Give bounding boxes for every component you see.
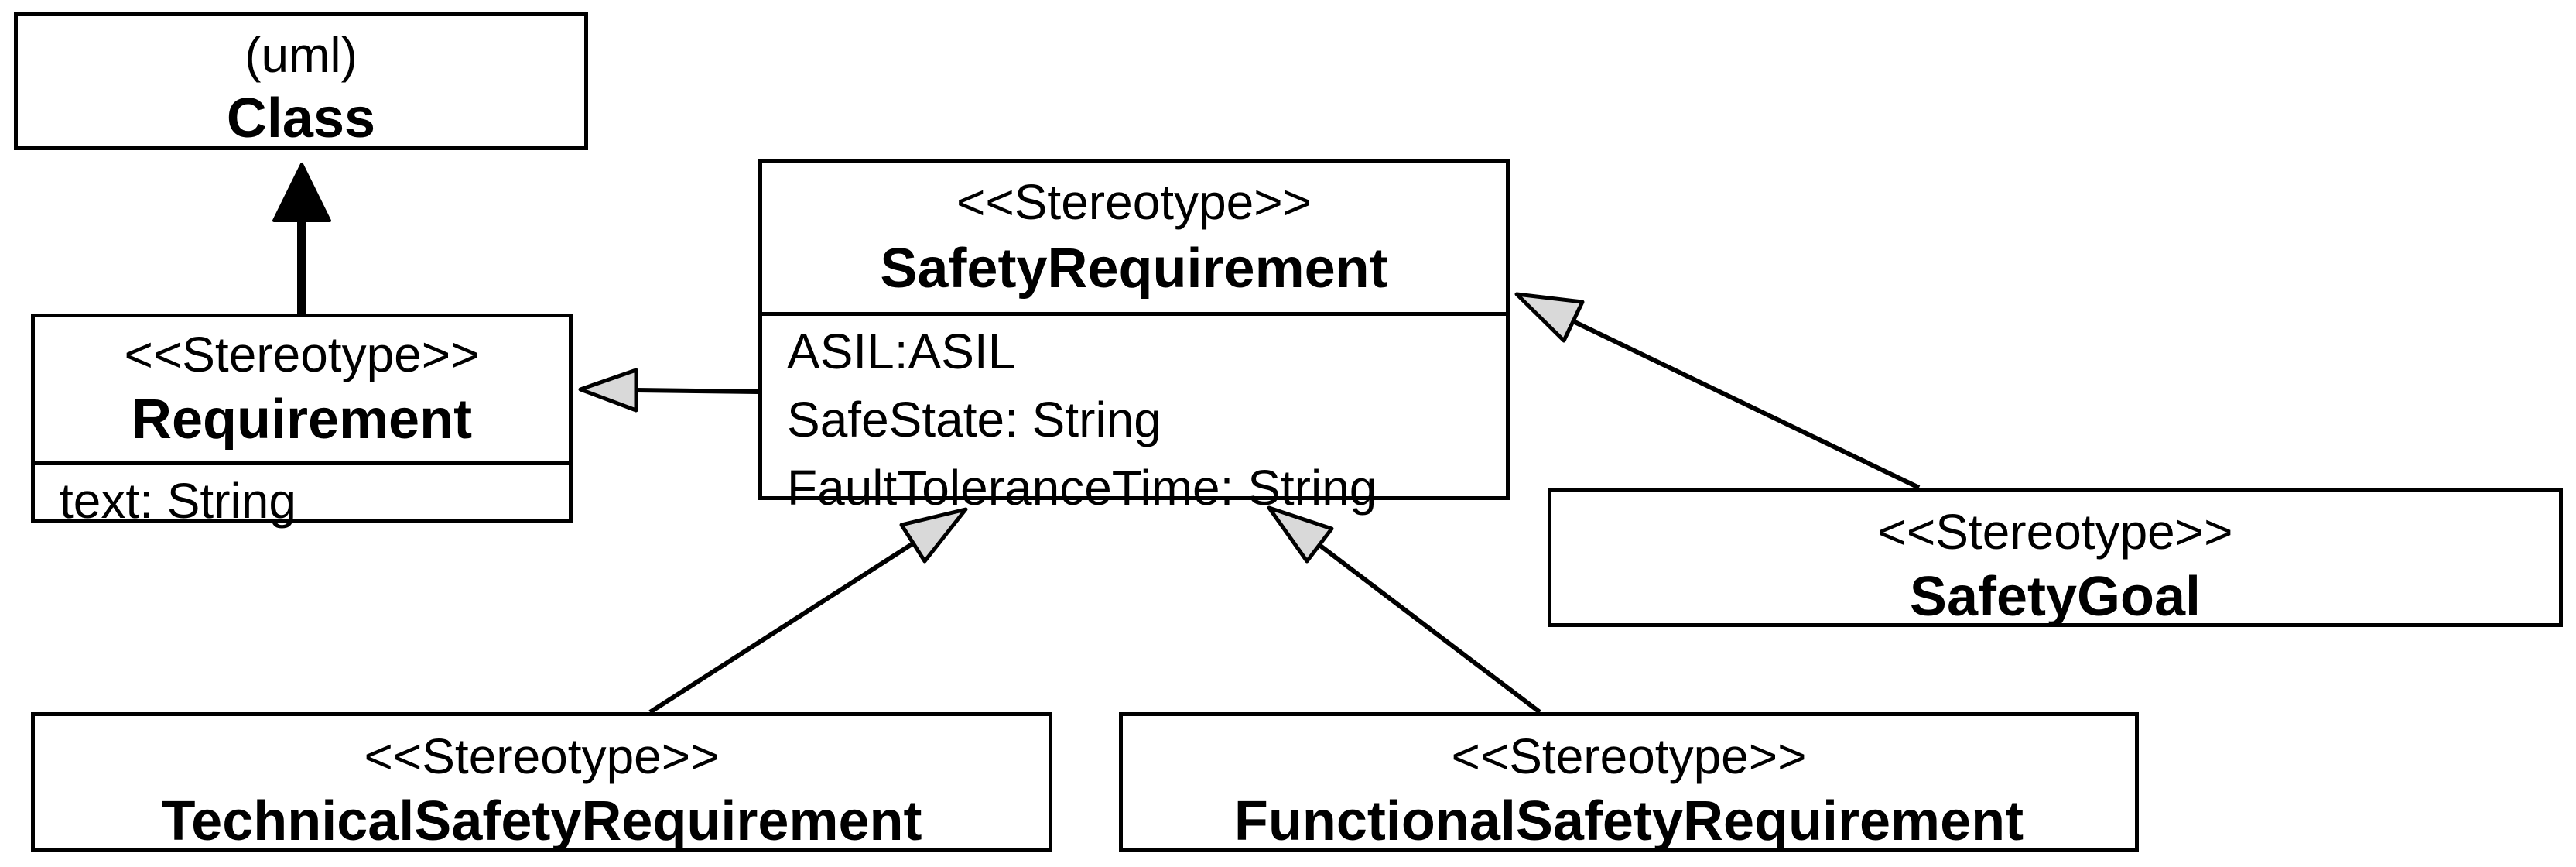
attribute-compartment: ASIL:ASIL SafeState: String FaultToleran…: [762, 312, 1506, 512]
stereotype-name: SafetyRequirement: [880, 238, 1388, 300]
generalization-arrow: [578, 368, 759, 413]
attribute-compartment: text: String: [35, 461, 569, 526]
extension-arrow: [272, 163, 331, 314]
generalization-arrow: [1514, 292, 1921, 490]
technical-safety-requirement-stereotype-box: <<Stereotype>> TechnicalSafetyRequiremen…: [31, 712, 1052, 852]
stereotype-name: FunctionalSafetyRequirement: [1233, 790, 2024, 852]
uml-class-box: (uml) Class: [14, 12, 588, 150]
generalization-arrow: [1267, 505, 1541, 715]
stereotype-keyword: <<Stereotype>>: [1451, 728, 1807, 784]
stereotype-name: Requirement: [131, 389, 473, 451]
class-name: Class: [226, 87, 376, 149]
requirement-stereotype-box: <<Stereotype>> Requirement text: String: [31, 314, 573, 526]
attribute: text: String: [60, 473, 296, 529]
stereotype-name: SafetyGoal: [1909, 566, 2201, 628]
stereotype-keyword: <<Stereotype>>: [1877, 504, 2233, 560]
attribute: FaultToleranceTime: String: [787, 460, 1377, 516]
stereotype-keyword: <<Stereotype>>: [956, 174, 1312, 230]
stereotype-keyword: <<Stereotype>>: [124, 327, 480, 382]
functional-safety-requirement-stereotype-box: <<Stereotype>> FunctionalSafetyRequireme…: [1119, 712, 2139, 852]
attribute: ASIL:ASIL: [787, 324, 1016, 379]
safety-goal-stereotype-box: <<Stereotype>> SafetyGoal: [1548, 488, 2563, 627]
class-keyword: (uml): [245, 27, 357, 83]
generalization-arrow: [648, 507, 968, 715]
safety-requirement-stereotype-box: <<Stereotype>> SafetyRequirement ASIL:AS…: [758, 159, 1510, 512]
stereotype-name: TechnicalSafetyRequirement: [161, 790, 922, 852]
attribute: SafeState: String: [787, 392, 1161, 447]
stereotype-keyword: <<Stereotype>>: [364, 728, 720, 784]
